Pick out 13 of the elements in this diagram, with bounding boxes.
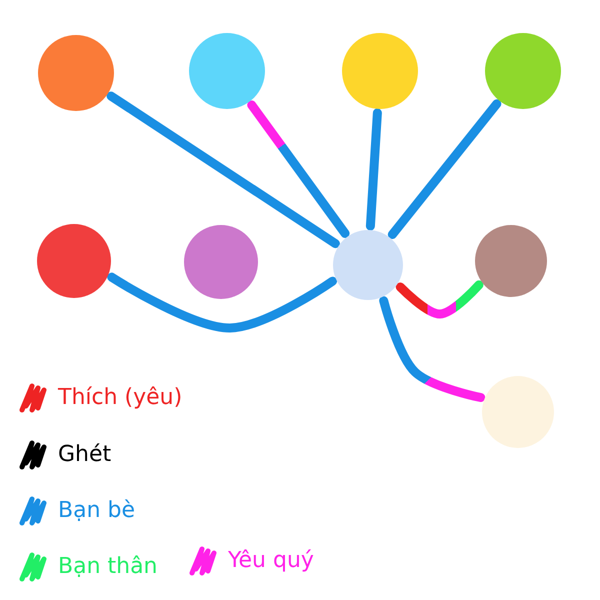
connector-line	[379, 296, 486, 402]
connector-line	[388, 99, 502, 240]
legend-label: Yêu quý	[228, 548, 314, 572]
connector-line	[106, 92, 340, 248]
connector-line	[247, 100, 350, 238]
connector-line	[366, 108, 382, 231]
connector-line	[107, 272, 338, 332]
legend-label: Thích (yêu)	[58, 384, 182, 410]
legend-label: Bạn thân	[58, 554, 158, 578]
legend-label: Bạn bè	[58, 498, 136, 522]
legend-label: Ghét	[58, 442, 112, 466]
connector-line	[396, 280, 484, 318]
circle-node	[333, 230, 403, 300]
